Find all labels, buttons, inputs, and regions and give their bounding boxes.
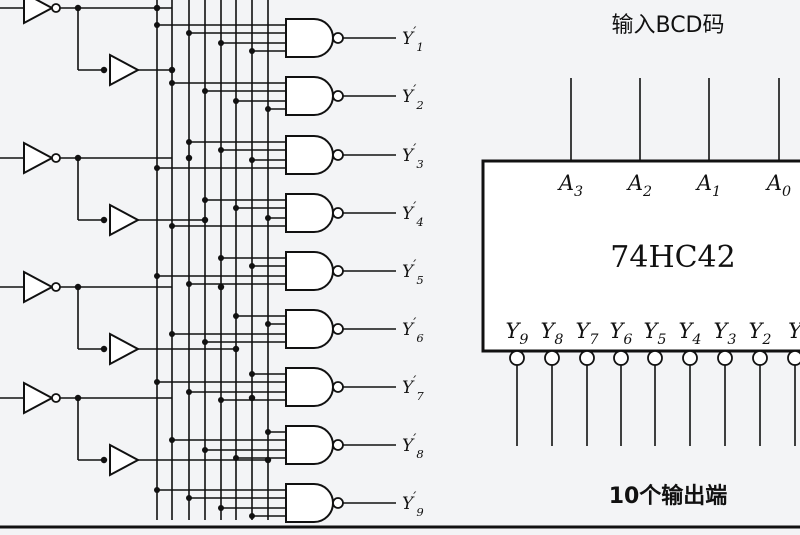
gate-output-label: Y′8	[402, 432, 424, 461]
chip-output-bubble	[613, 350, 629, 366]
nand-gate	[285, 425, 344, 465]
input-title: 输入BCD码	[611, 13, 724, 38]
chip-output-bubble	[509, 350, 525, 366]
output-title: 10个输出端	[609, 483, 728, 509]
nand-gate	[285, 251, 344, 291]
chip-output-bubble	[682, 350, 698, 366]
chip-output-label: Y	[788, 319, 800, 343]
inverter-symbol	[23, 270, 61, 304]
nand-gates: Y′1Y′2Y′3Y′4Y′5Y′6Y′7Y′8Y′9	[285, 18, 424, 523]
nand-gate	[285, 483, 344, 523]
chip-output-label: Y3	[714, 319, 737, 348]
nand-gate	[285, 135, 344, 175]
chip-output-label: Y4	[679, 319, 702, 348]
inverter-symbol	[23, 0, 61, 25]
chip-input-label: A3	[557, 171, 583, 200]
chip-input-label: A0	[765, 171, 791, 200]
inverter-stages	[23, 0, 141, 477]
buffer-symbol	[109, 443, 141, 477]
chip-output-bubble	[579, 350, 595, 366]
inverter-symbol	[23, 141, 61, 175]
buffer-symbol	[109, 203, 141, 237]
nand-gate	[285, 76, 344, 116]
gate-output-label: Y′7	[402, 374, 424, 403]
buffer-symbol	[109, 332, 141, 366]
chip-body	[481, 159, 800, 353]
gate-output-label: Y′5	[402, 258, 424, 287]
inverter-symbol	[23, 381, 61, 415]
nand-gate	[285, 193, 344, 233]
gate-output-label: Y′6	[402, 316, 424, 345]
chip-output-label: Y5	[644, 319, 667, 348]
chip-input-label: A1	[695, 171, 721, 200]
chip-name: 74HC42	[610, 240, 735, 275]
gate-output-label: Y′1	[402, 25, 424, 54]
nand-gate	[285, 18, 344, 58]
nand-gate	[285, 309, 344, 349]
gate-output-label: Y′2	[402, 83, 424, 112]
chip-output-label: Y9	[506, 319, 529, 348]
gate-output-label: Y′4	[402, 200, 424, 229]
chip-output-bubble	[647, 350, 663, 366]
chip-output-label: Y7	[576, 319, 600, 348]
buffer-symbol	[109, 53, 141, 87]
gate-output-label: Y′9	[402, 490, 424, 519]
chip-output-label: Y6	[610, 319, 633, 348]
chip-input-label: A2	[626, 171, 652, 200]
chip-output-label: Y2	[749, 319, 772, 348]
logic-wiring	[0, 0, 396, 520]
chip-output-bubble	[787, 350, 800, 366]
chip-output-bubble	[717, 350, 733, 366]
gate-output-label: Y′3	[402, 142, 424, 171]
chip-output-bubble	[544, 350, 560, 366]
nand-gate	[285, 367, 344, 407]
chip-output-bubble	[752, 350, 768, 366]
chip-output-label: Y8	[541, 319, 564, 348]
